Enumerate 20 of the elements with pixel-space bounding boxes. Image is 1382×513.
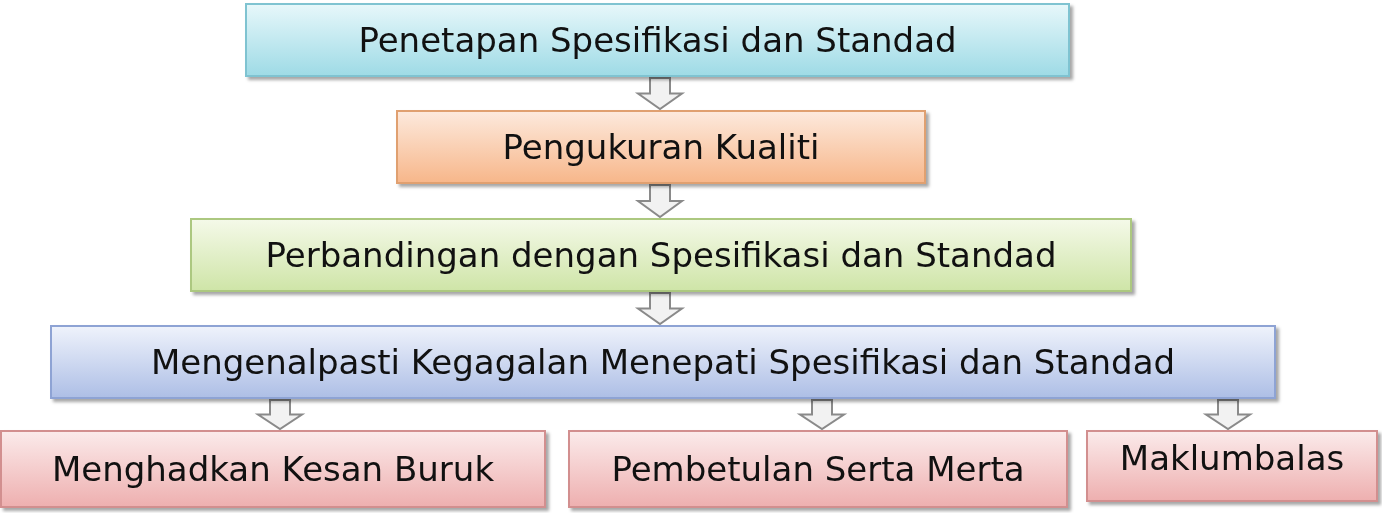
block-arrow <box>634 292 686 326</box>
block-arrow <box>1202 399 1254 431</box>
box-label: Menghadkan Kesan Buruk <box>51 449 495 489</box>
process-box <box>245 3 1070 77</box>
block-arrow <box>634 77 686 111</box>
box-label: Maklumbalas <box>1119 438 1345 478</box>
process-box <box>0 430 546 508</box>
process-box <box>1086 430 1378 502</box>
box-label: Pengukuran Kualiti <box>502 127 820 167</box>
process-box <box>568 430 1068 508</box>
block-arrow <box>634 184 686 219</box>
process-box <box>50 325 1276 399</box>
block-arrow <box>796 399 848 431</box>
box-label: Perbandingan dengan Spesifikasi dan Standad <box>265 235 1057 275</box>
process-box <box>190 218 1132 292</box>
box-label: Penetapan Spesifikasi dan Standad <box>358 20 957 60</box>
box-label: Pembetulan Serta Merta <box>611 449 1025 489</box>
box-label: Mengenalpasti Kegagalan Menepati Spesifikasi dan Standad <box>150 342 1176 382</box>
block-arrow <box>254 399 306 431</box>
process-box <box>396 110 926 184</box>
